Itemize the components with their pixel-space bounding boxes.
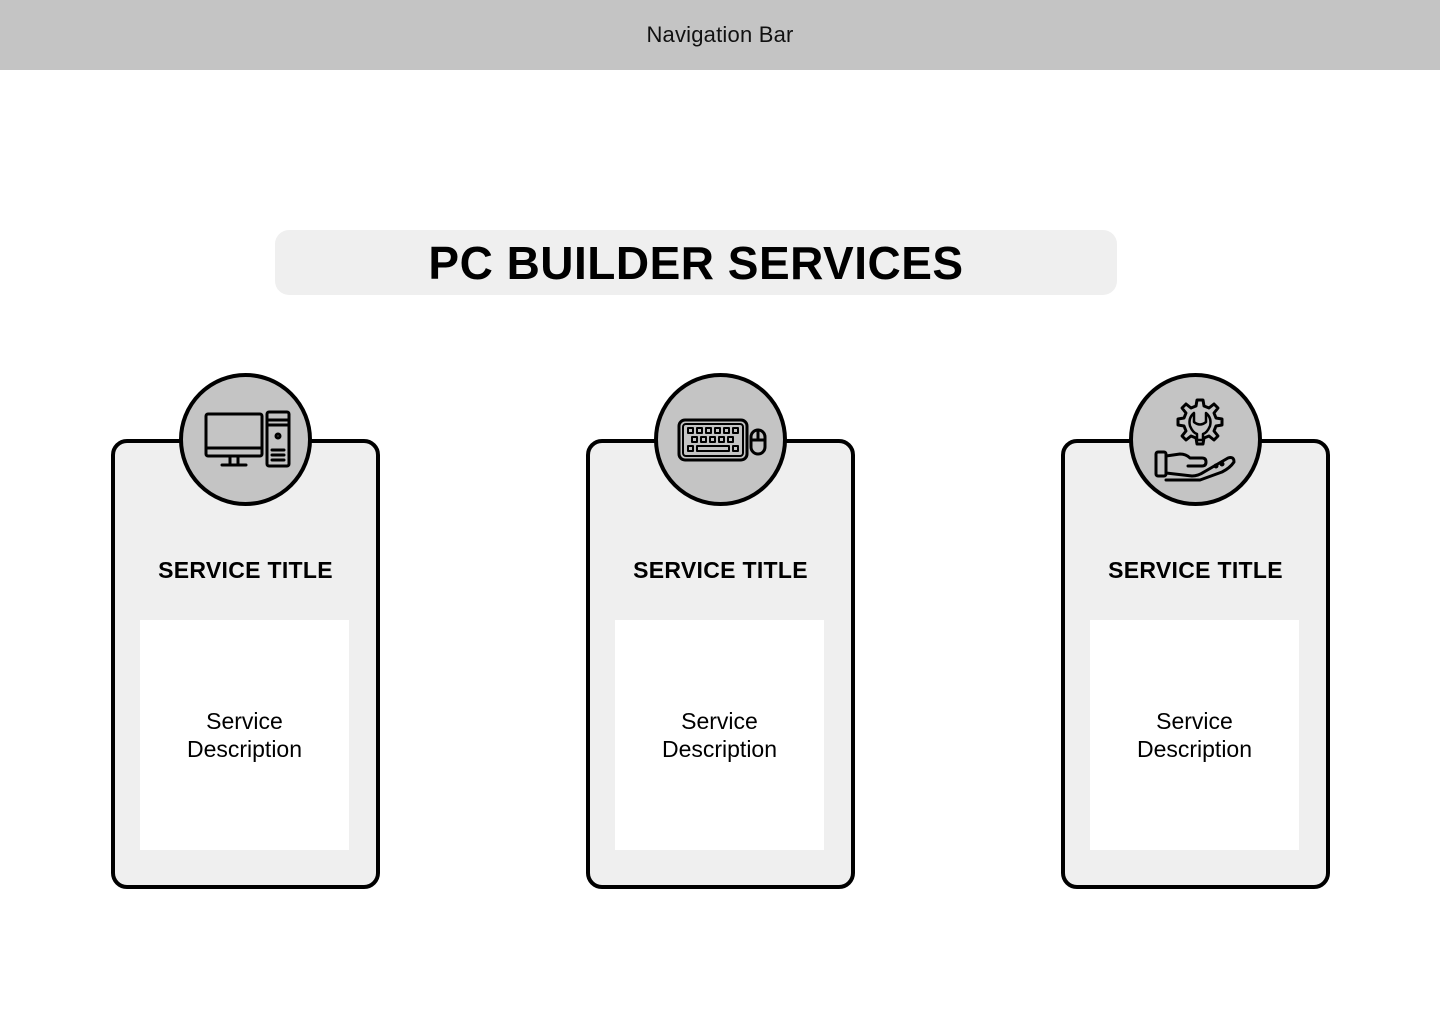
desktop-computer-icon bbox=[204, 410, 290, 467]
service-description-box: Service Description bbox=[615, 620, 824, 850]
navigation-bar-label: Navigation Bar bbox=[646, 22, 794, 47]
service-icon-badge bbox=[179, 373, 312, 506]
service-title: SERVICE TITLE bbox=[1108, 557, 1283, 583]
service-card[interactable]: SERVICE TITLE Service Description bbox=[111, 373, 380, 889]
service-title: SERVICE TITLE bbox=[633, 557, 808, 583]
service-description: Service Description bbox=[661, 708, 778, 762]
keyboard-mouse-icon bbox=[677, 418, 766, 461]
service-card[interactable]: SERVICE TITLE Service Description bbox=[1061, 373, 1330, 889]
service-icon-badge bbox=[1129, 373, 1262, 506]
page-title-banner: PC BUILDER SERVICES bbox=[275, 230, 1117, 295]
service-description-box: Service Description bbox=[1090, 620, 1299, 850]
service-card[interactable]: SERVICE TITLE Service Description bbox=[586, 373, 855, 889]
page-title: PC BUILDER SERVICES bbox=[428, 236, 964, 289]
service-icon-badge bbox=[654, 373, 787, 506]
service-description: Service Description bbox=[186, 708, 303, 762]
gear-wrench-hand-icon bbox=[1154, 398, 1235, 481]
navigation-bar[interactable]: Navigation Bar bbox=[0, 0, 1440, 70]
service-description-box: Service Description bbox=[140, 620, 349, 850]
service-title: SERVICE TITLE bbox=[158, 557, 333, 583]
service-description: Service Description bbox=[1136, 708, 1253, 762]
